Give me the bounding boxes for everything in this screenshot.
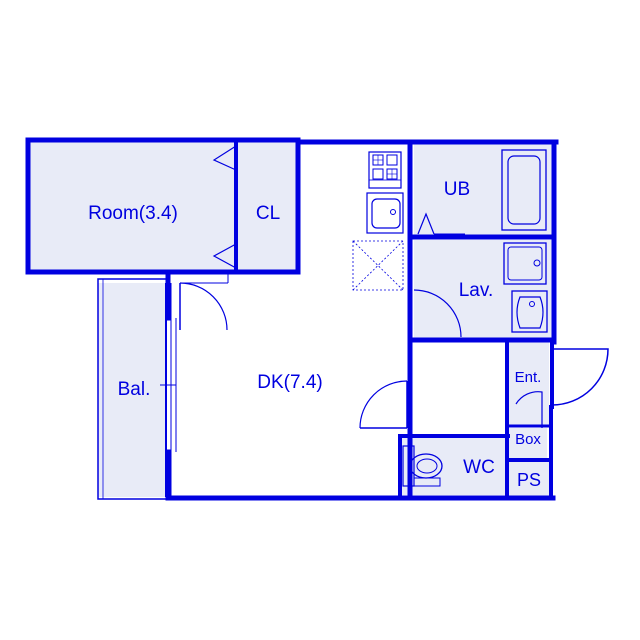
closet-label: CL [256, 203, 280, 224]
washer-icon [503, 242, 547, 285]
room-wall [25, 137, 301, 275]
ps-label: PS [517, 470, 541, 490]
lavatory-fill [414, 240, 552, 340]
box-label: Box [515, 431, 541, 448]
washbasin-icon [511, 290, 548, 333]
room-label: Room(3.4) [88, 203, 178, 224]
lavatory-label: Lav. [459, 280, 494, 301]
stove-icon [368, 151, 402, 189]
sink-icon [366, 192, 404, 234]
toilet-label: WC [463, 457, 495, 478]
doors [175, 145, 609, 452]
bath-label: UB [444, 179, 470, 200]
entrance-label: Ent. [515, 369, 542, 386]
room-fills [30, 142, 552, 497]
closet-door-top [212, 145, 237, 171]
bathtub-icon [501, 149, 547, 231]
walls [25, 137, 559, 501]
dk-label: DK(7.4) [257, 372, 322, 393]
room-labels: Room(3.4) CL DK(7.4) Bal. UB Lav. Ent. B… [88, 179, 541, 490]
ps-fill [509, 462, 549, 496]
bath-fill [414, 144, 552, 236]
fridge-space [352, 240, 404, 291]
balcony-fill [98, 283, 166, 497]
toilet-icon [402, 445, 443, 487]
box-fill [509, 428, 547, 458]
balcony-label: Bal. [118, 379, 151, 400]
closet-fill [238, 142, 296, 270]
closet-door-bottom [212, 243, 237, 269]
room-fill [30, 142, 235, 270]
